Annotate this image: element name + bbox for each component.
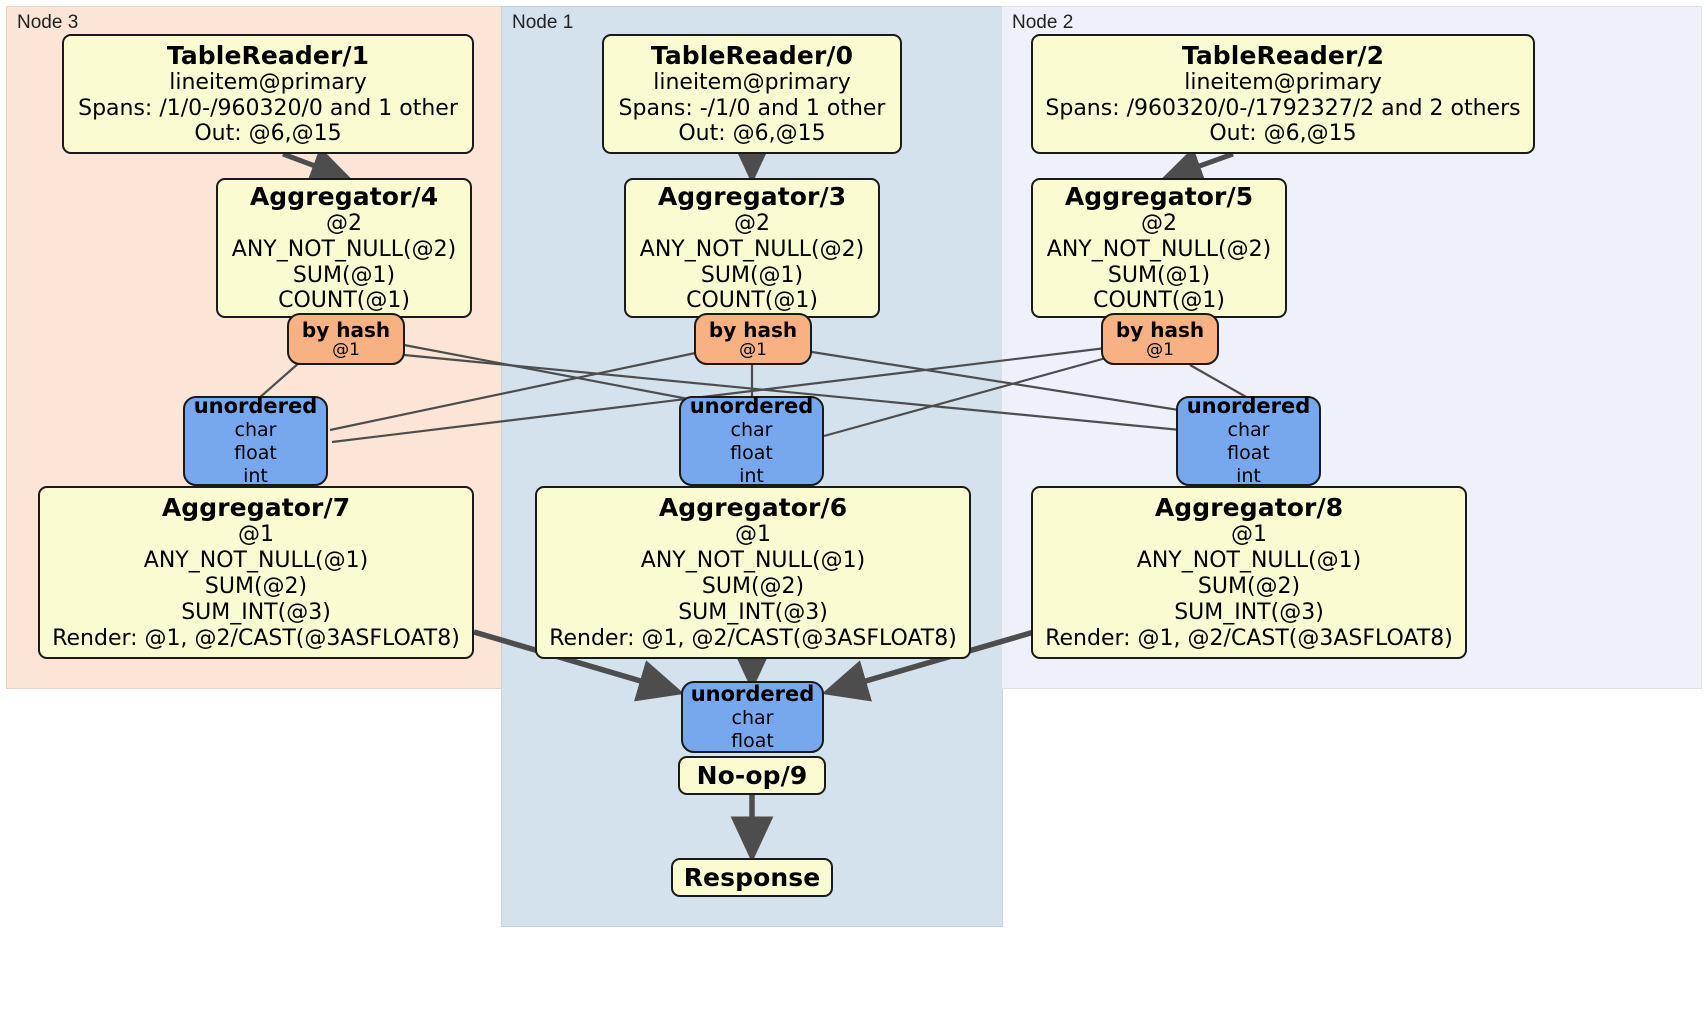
- router-column: @1: [739, 339, 767, 360]
- processor-title: Aggregator/4: [249, 181, 439, 211]
- processor-out: Out: @6,@15: [678, 121, 826, 147]
- processor-title: Aggregator/8: [1154, 493, 1344, 523]
- processor-title: TableReader/1: [166, 40, 370, 70]
- processor-agg2: SUM(@1): [1107, 262, 1211, 288]
- processor-agg3: COUNT(@1): [278, 288, 410, 314]
- processor-title: Aggregator/3: [657, 181, 847, 211]
- synchronizer-unordered-final[interactable]: unordered char float: [681, 681, 824, 753]
- processor-agg2: SUM(@2): [1197, 574, 1301, 600]
- processor-render: Render: @1, @2/CAST(@3ASFLOAT8): [1045, 625, 1453, 651]
- sync-type-float: float: [234, 442, 277, 465]
- sync-type-char: char: [730, 419, 773, 442]
- sync-type-int: int: [243, 465, 268, 487]
- processor-group: @2: [734, 210, 770, 236]
- processor-agg3: SUM_INT(@3): [1174, 599, 1324, 625]
- sync-title: unordered: [193, 394, 318, 419]
- sync-type-float: float: [1227, 442, 1270, 465]
- processor-title: TableReader/0: [650, 40, 854, 70]
- sync-type-char: char: [234, 419, 277, 442]
- processor-agg3: SUM_INT(@3): [678, 599, 828, 625]
- processor-response[interactable]: Response: [671, 858, 833, 897]
- processor-group: @2: [1141, 210, 1177, 236]
- node-panel-label: Node 2: [1012, 12, 1074, 33]
- processor-agg2: SUM(@1): [700, 262, 804, 288]
- processor-table: lineitem@primary: [1184, 69, 1382, 95]
- processor-aggregator-3[interactable]: Aggregator/3 @2 ANY_NOT_NULL(@2) SUM(@1)…: [624, 178, 880, 318]
- processor-aggregator-5[interactable]: Aggregator/5 @2 ANY_NOT_NULL(@2) SUM(@1)…: [1031, 178, 1287, 318]
- processor-agg3: COUNT(@1): [1093, 288, 1225, 314]
- processor-aggregator-7[interactable]: Aggregator/7 @1 ANY_NOT_NULL(@1) SUM(@2)…: [38, 486, 474, 659]
- sync-title: unordered: [689, 394, 814, 419]
- sync-type-char: char: [731, 706, 774, 729]
- sync-title: unordered: [1186, 394, 1311, 419]
- processor-tablereader-2[interactable]: TableReader/2 lineitem@primary Spans: /9…: [1031, 34, 1535, 154]
- router-column: @1: [332, 339, 360, 360]
- processor-group: @1: [238, 522, 274, 548]
- processor-agg1: ANY_NOT_NULL(@2): [1046, 236, 1272, 262]
- sync-type-float: float: [730, 442, 773, 465]
- processor-tablereader-1[interactable]: TableReader/1 lineitem@primary Spans: /1…: [62, 34, 474, 154]
- synchronizer-unordered-node1[interactable]: unordered char float int: [679, 394, 824, 487]
- processor-noop-9[interactable]: No-op/9: [678, 756, 826, 795]
- router-title: by hash: [301, 317, 391, 342]
- router-title: by hash: [708, 317, 798, 342]
- node-panel-label: Node 3: [17, 12, 79, 33]
- sync-type-int: int: [739, 465, 764, 487]
- processor-title: No-op/9: [696, 761, 808, 790]
- node-panel-label: Node 1: [512, 12, 574, 33]
- router-by-hash-node2[interactable]: by hash @1: [1101, 313, 1219, 365]
- processor-agg1: ANY_NOT_NULL(@2): [231, 236, 457, 262]
- processor-agg3: COUNT(@1): [686, 288, 818, 314]
- processor-agg2: SUM(@1): [292, 262, 396, 288]
- processor-agg3: SUM_INT(@3): [181, 599, 331, 625]
- processor-title: Response: [683, 863, 821, 892]
- processor-spans: Spans: /1/0-/960320/0 and 1 other: [78, 95, 458, 121]
- processor-agg2: SUM(@2): [204, 574, 308, 600]
- processor-agg1: ANY_NOT_NULL(@1): [640, 548, 866, 574]
- processor-agg1: ANY_NOT_NULL(@1): [1136, 548, 1362, 574]
- router-by-hash-node1[interactable]: by hash @1: [694, 313, 812, 365]
- processor-aggregator-6[interactable]: Aggregator/6 @1 ANY_NOT_NULL(@1) SUM(@2)…: [535, 486, 971, 659]
- router-title: by hash: [1115, 317, 1205, 342]
- processor-group: @1: [1231, 522, 1267, 548]
- processor-agg2: SUM(@2): [701, 574, 805, 600]
- sync-type-char: char: [1227, 419, 1270, 442]
- processor-title: Aggregator/6: [658, 493, 848, 523]
- synchronizer-unordered-node2[interactable]: unordered char float int: [1176, 394, 1321, 487]
- processor-group: @1: [735, 522, 771, 548]
- processor-spans: Spans: /960320/0-/1792327/2 and 2 others: [1045, 95, 1521, 121]
- sync-title: unordered: [690, 681, 815, 706]
- processor-render: Render: @1, @2/CAST(@3ASFLOAT8): [52, 625, 460, 651]
- processor-agg1: ANY_NOT_NULL(@2): [639, 236, 865, 262]
- processor-table: lineitem@primary: [169, 69, 367, 95]
- router-column: @1: [1146, 339, 1174, 360]
- processor-spans: Spans: -/1/0 and 1 other: [618, 95, 886, 121]
- sync-type-int: int: [1236, 465, 1261, 487]
- processor-aggregator-4[interactable]: Aggregator/4 @2 ANY_NOT_NULL(@2) SUM(@1)…: [216, 178, 472, 318]
- processor-out: Out: @6,@15: [194, 121, 342, 147]
- processor-group: @2: [326, 210, 362, 236]
- processor-title: Aggregator/7: [161, 493, 351, 523]
- processor-tablereader-0[interactable]: TableReader/0 lineitem@primary Spans: -/…: [602, 34, 902, 154]
- processor-render: Render: @1, @2/CAST(@3ASFLOAT8): [549, 625, 957, 651]
- sync-type-float: float: [731, 729, 774, 752]
- processor-agg1: ANY_NOT_NULL(@1): [143, 548, 369, 574]
- router-by-hash-node3[interactable]: by hash @1: [287, 313, 405, 365]
- processor-out: Out: @6,@15: [1209, 121, 1357, 147]
- processor-table: lineitem@primary: [653, 69, 851, 95]
- processor-title: TableReader/2: [1181, 40, 1385, 70]
- synchronizer-unordered-node3[interactable]: unordered char float int: [183, 394, 328, 487]
- processor-title: Aggregator/5: [1064, 181, 1254, 211]
- processor-aggregator-8[interactable]: Aggregator/8 @1 ANY_NOT_NULL(@1) SUM(@2)…: [1031, 486, 1467, 659]
